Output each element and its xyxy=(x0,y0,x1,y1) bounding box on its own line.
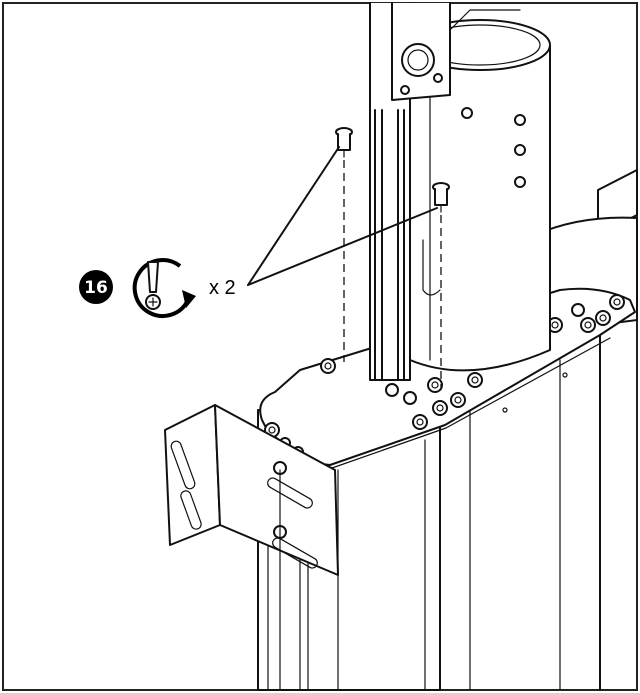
screw-right xyxy=(432,182,450,213)
screwdriver-tighten-icon xyxy=(132,258,196,318)
vertical-rail xyxy=(369,2,451,381)
l-bracket xyxy=(164,404,339,691)
step-badge: 16 xyxy=(79,270,113,304)
alignment-lines xyxy=(343,160,442,390)
leader-lines xyxy=(247,146,438,286)
screw-left xyxy=(335,127,353,158)
quantity-label: x 2 xyxy=(209,277,236,299)
step-number: 16 xyxy=(84,278,108,298)
